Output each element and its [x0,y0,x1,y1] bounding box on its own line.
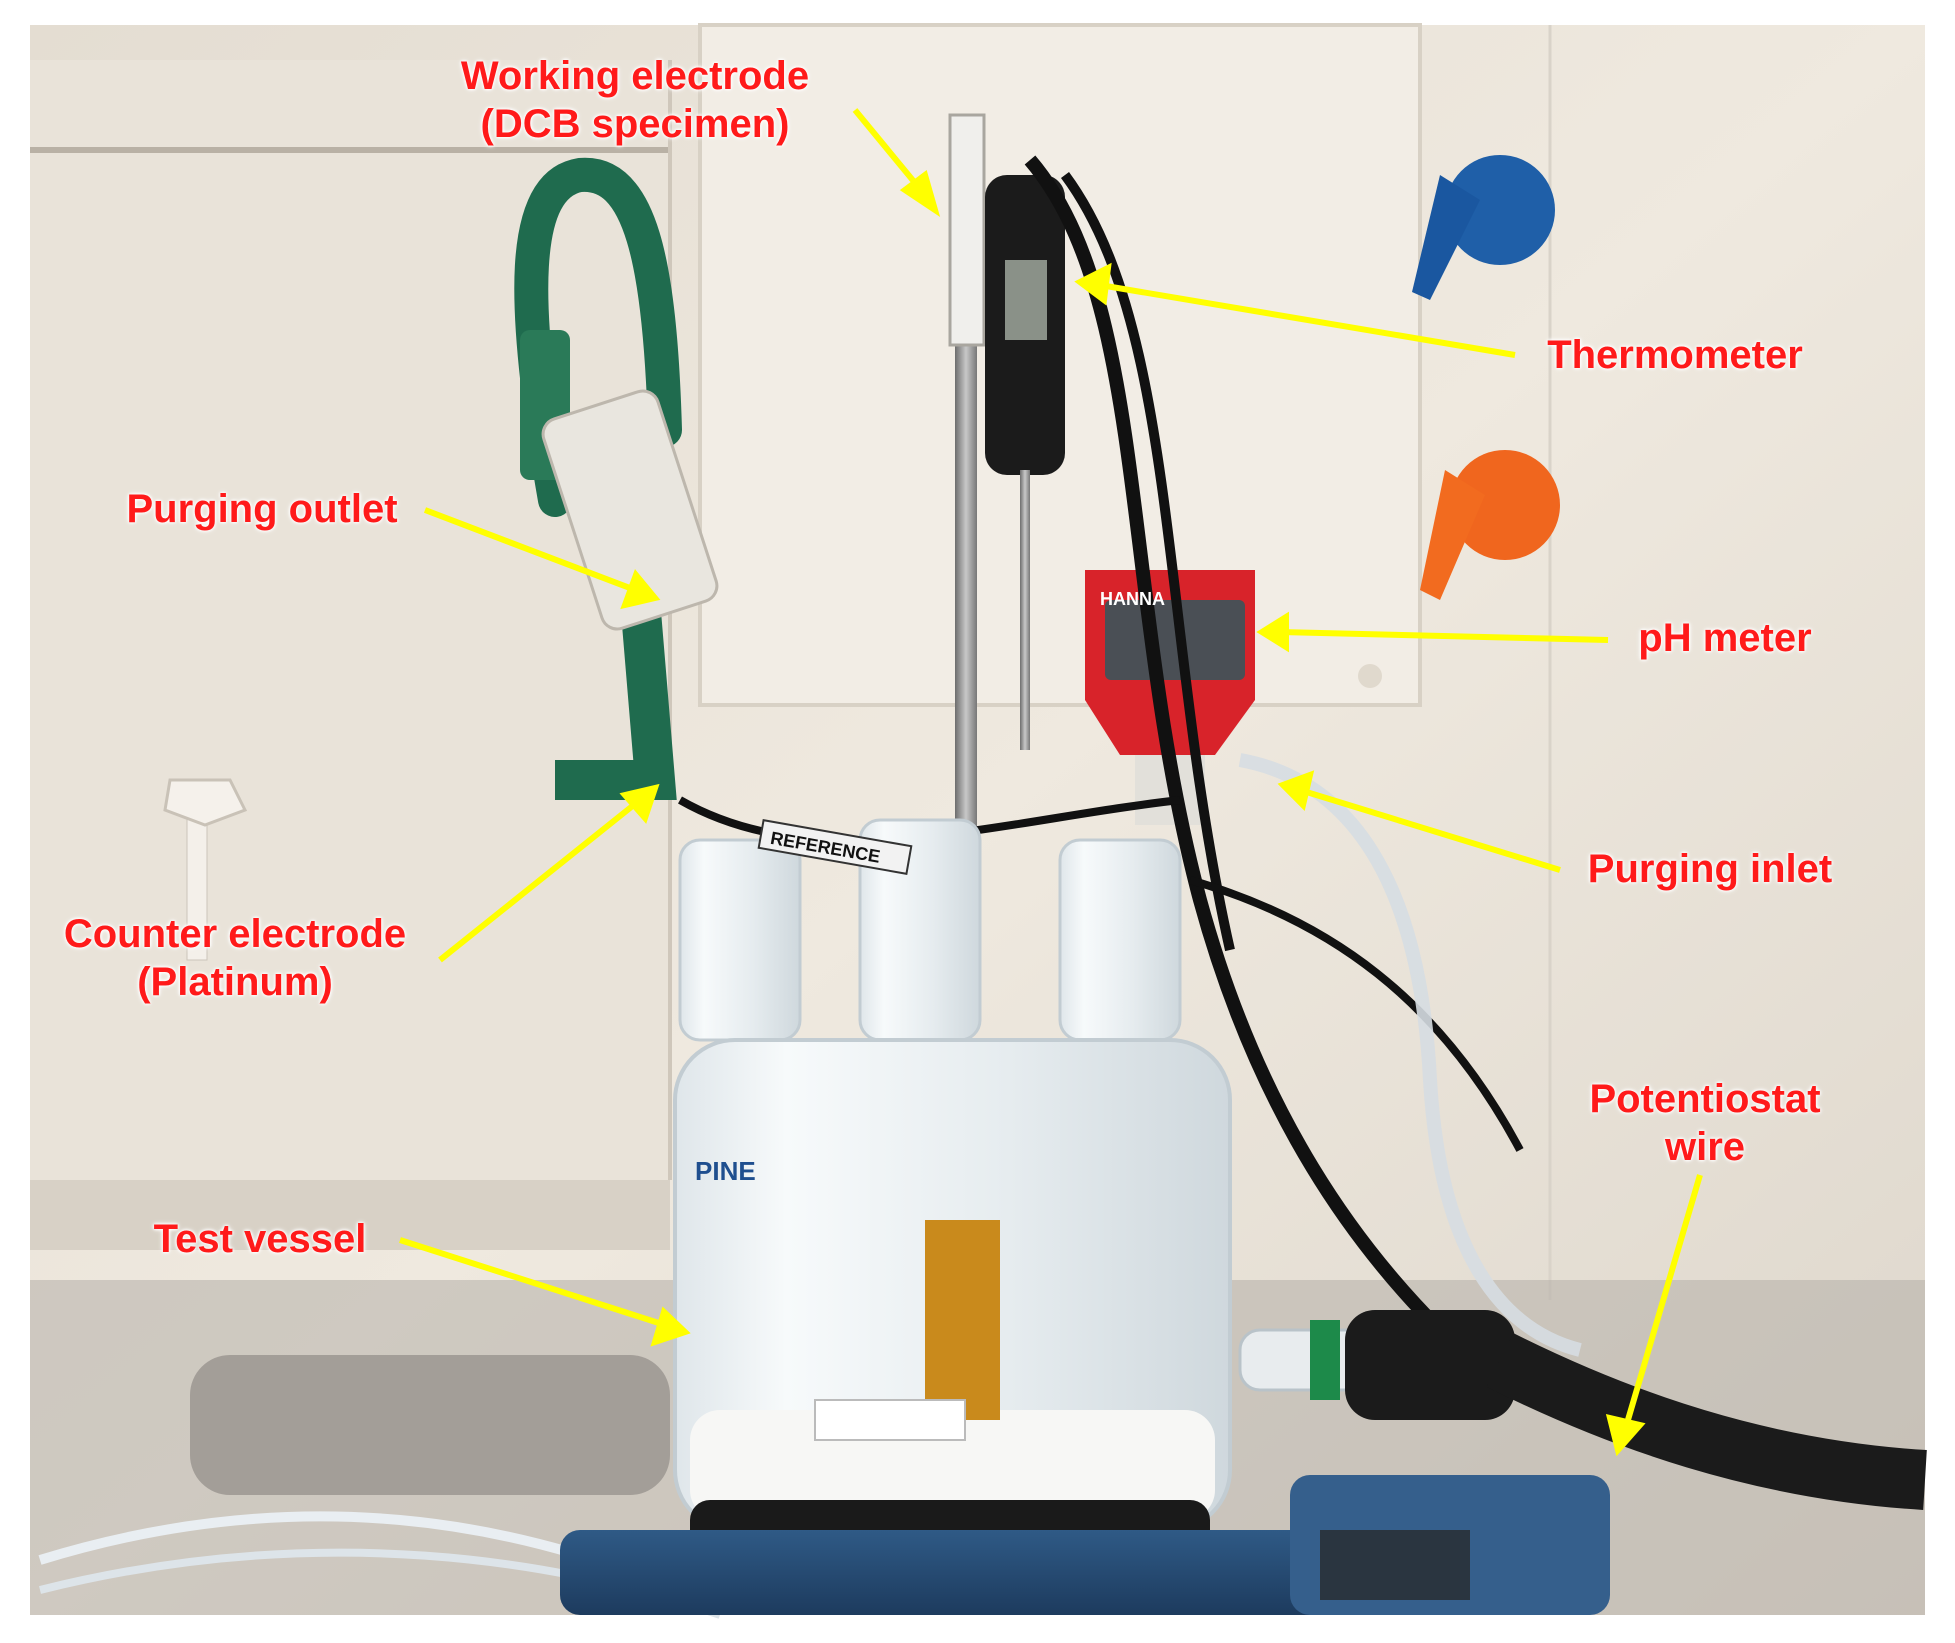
arrow-counter-electrode [438,797,642,963]
label-test-vessel: Test vessel [153,1217,367,1261]
label-potentiostat-wire: Potentiostat wire [1589,1077,1821,1169]
thermometer-icon [985,175,1065,750]
label-thermometer: Thermometer [1547,333,1803,377]
arrow-ph-meter [1279,629,1609,643]
test-vessel: PINE [673,818,1232,1532]
cabinet-panel [30,60,670,1180]
label-working-electrode: Working electrode (DCB specimen) [460,54,810,146]
arrow-test-vessel [399,1237,666,1328]
label-purging-inlet: Purging inlet [1587,847,1833,891]
blue-valve-icon [1412,155,1555,300]
stirrer-base [560,1475,1610,1615]
orange-valve-icon [1420,450,1560,600]
pine-logo: PINE [695,1156,756,1186]
arrow-purging-inlet [1299,787,1561,873]
arrow-purging-outlet [423,507,637,593]
arrow-thermometer [1099,282,1516,358]
label-ph-meter: pH meter [1638,616,1812,660]
reference-tag: REFERENCE [757,819,913,875]
potentiostat-connector [1238,1310,1927,1510]
annotation-arrows [399,108,1703,1457]
arrow-potentiostat-wire [1622,1174,1703,1431]
label-counter-electrode: Counter electrode (Platinum) [63,912,407,1004]
label-purging-outlet: Purging outlet [126,487,398,531]
cabinet-knob-icon [163,778,248,961]
ph-meter-brand: HANNA [1100,589,1165,609]
